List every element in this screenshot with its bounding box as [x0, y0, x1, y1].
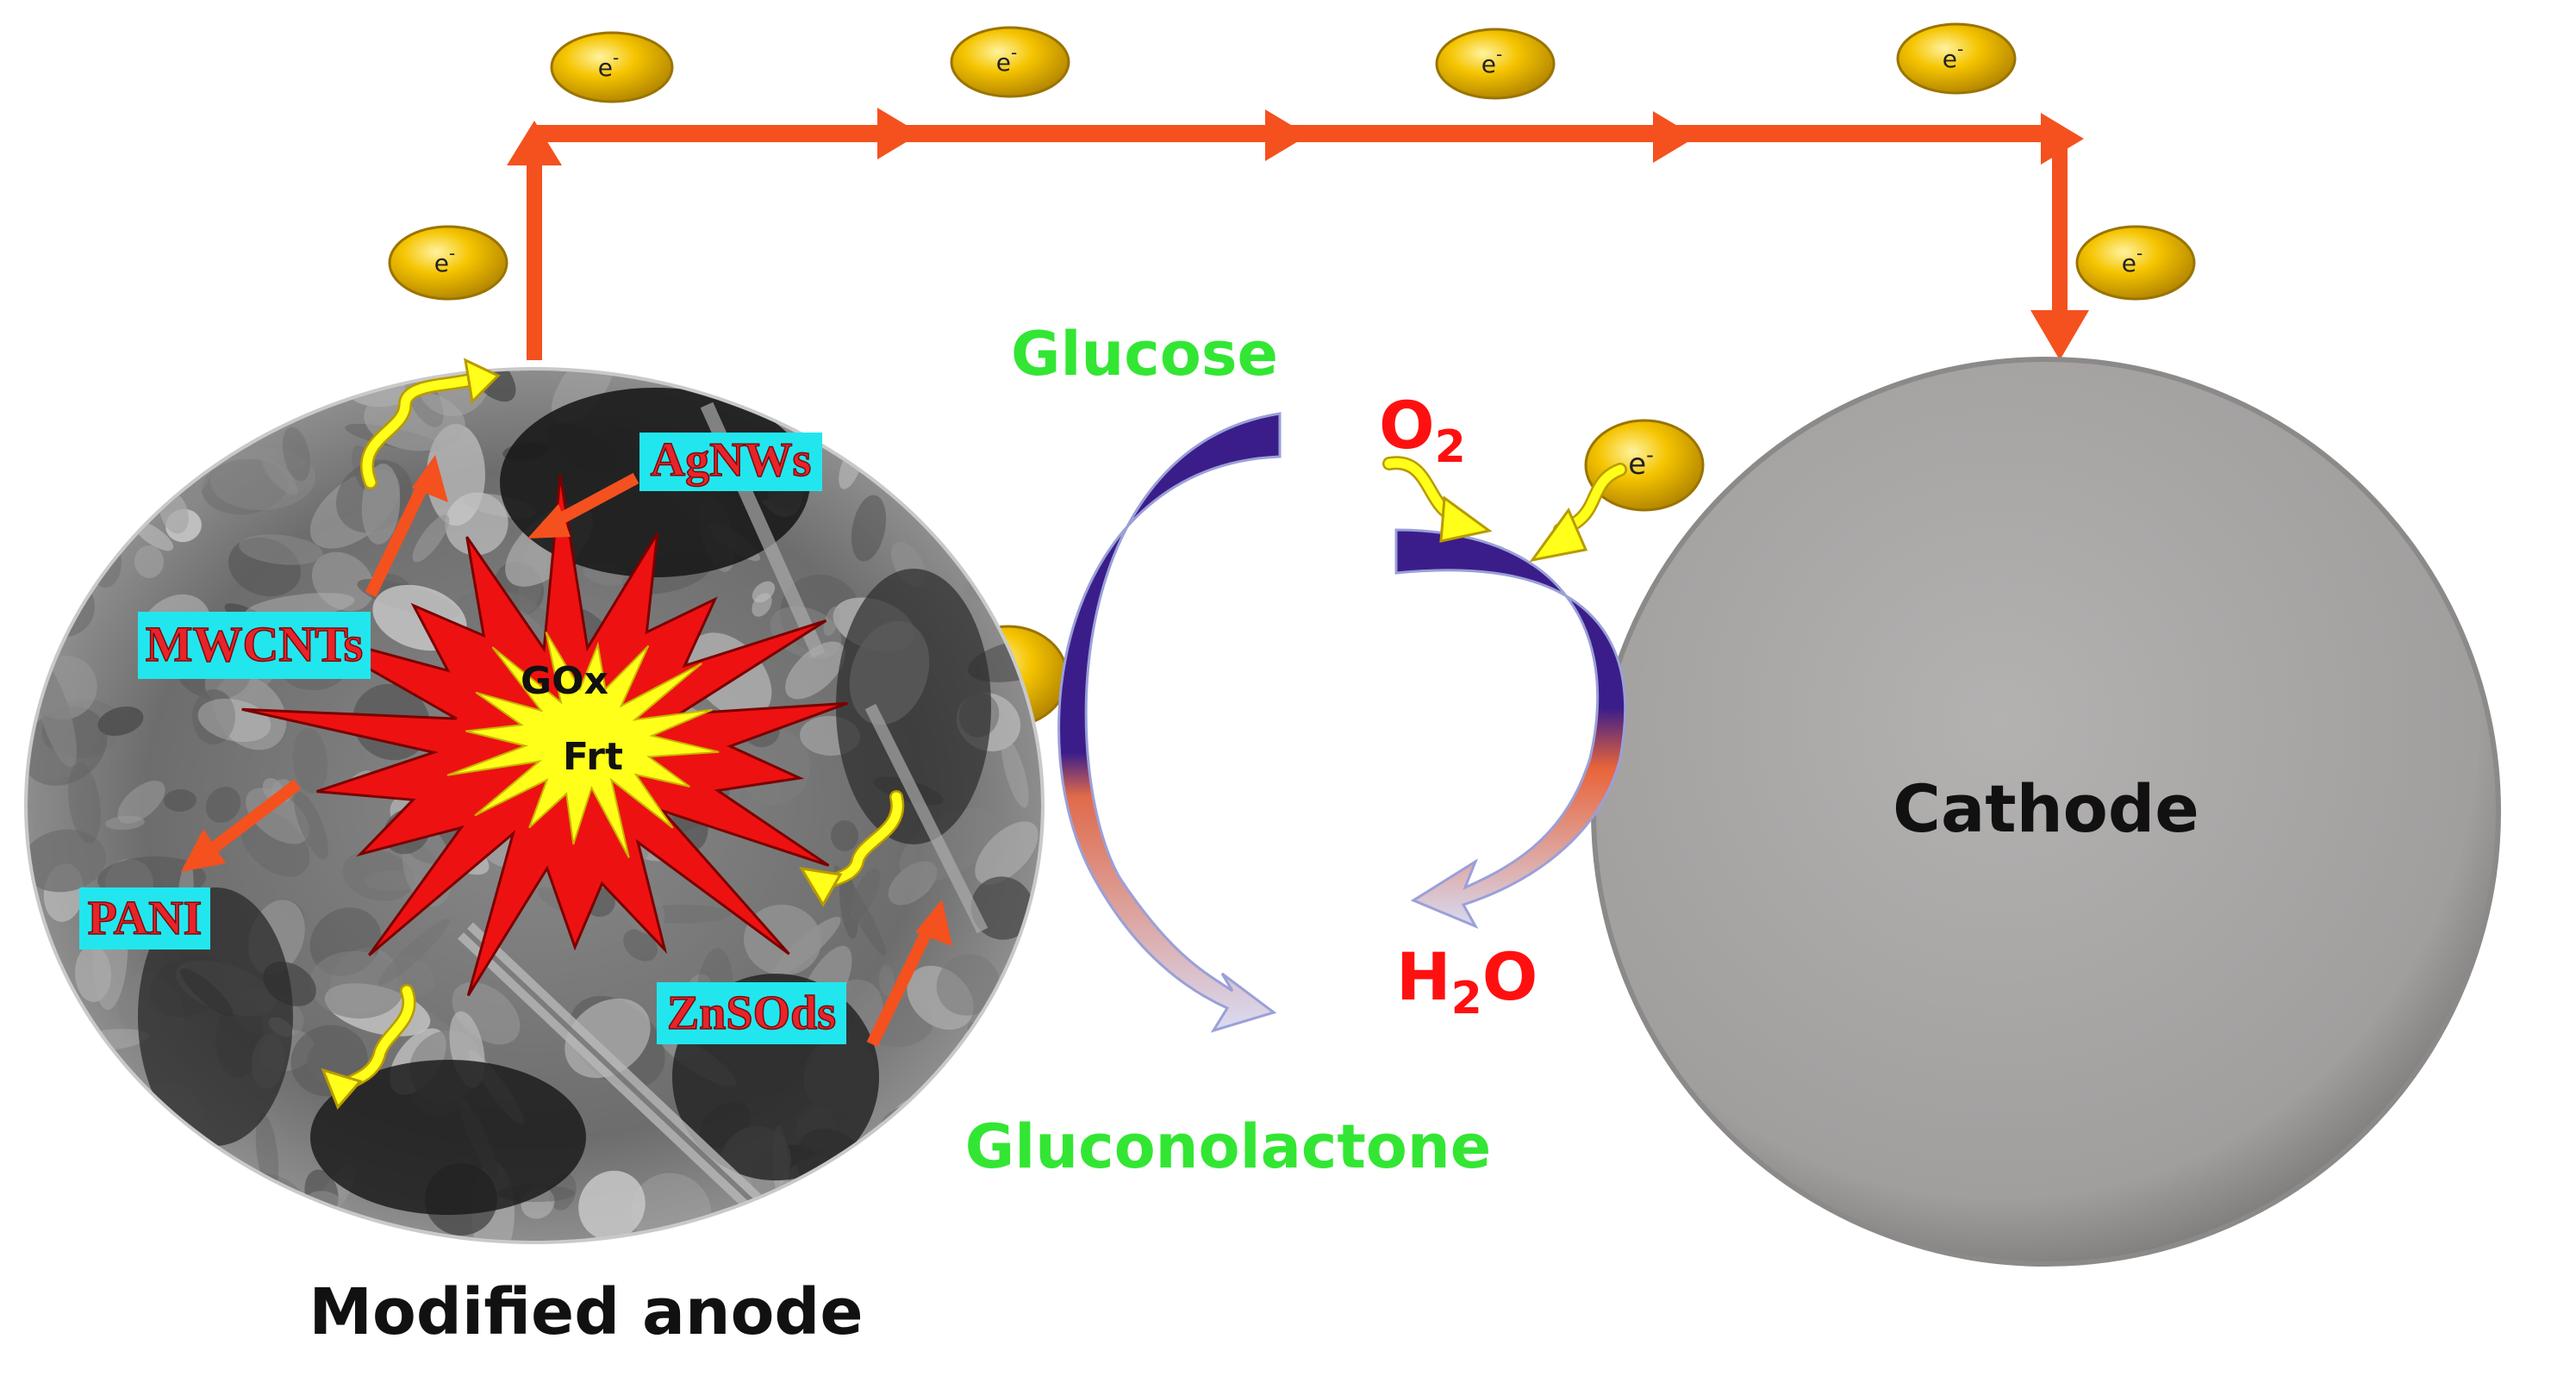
electron-symbol: e	[1481, 50, 1496, 78]
electron-charge: -	[1646, 443, 1654, 467]
wire-arrowhead-down	[2030, 310, 2089, 360]
tag-mwcnts-bg	[138, 612, 371, 679]
component-pointers	[181, 455, 952, 1048]
tag-agnws: AgNWs	[639, 433, 822, 491]
water-subscript: 2	[1451, 973, 1482, 1024]
right-reaction-arrow	[1394, 528, 1627, 930]
electron-label: e-	[1943, 39, 1963, 73]
water-label: H2O	[1396, 938, 1537, 1024]
electron-symbol: e	[1943, 45, 1957, 73]
electron-body	[1896, 22, 2017, 95]
core-label: Frt	[563, 735, 623, 779]
electron-icon: e-	[2075, 225, 2196, 301]
electron-symbol: e	[434, 249, 449, 277]
external-circuit	[507, 108, 2089, 360]
electron-charge: -	[1496, 44, 1502, 65]
electron-charge: -	[2136, 243, 2143, 264]
electron-label: e-	[2122, 243, 2143, 277]
gluconolactone-label: Gluconolactone	[965, 1111, 1491, 1182]
electron-body	[1435, 28, 1556, 100]
electron-symbol: e	[2122, 249, 2136, 277]
tag-pani-label: PANI	[88, 892, 203, 945]
tag-znsods-bg	[657, 982, 846, 1044]
electron-charge: -	[1957, 39, 1963, 59]
electron-body	[550, 31, 674, 103]
enzyme-label: GOx	[521, 659, 608, 703]
electron-icon: e-	[550, 31, 674, 103]
cathode: Cathode	[1591, 357, 2501, 1267]
electron-label: e-	[1481, 44, 1502, 78]
oxygen-subscript: 2	[1435, 421, 1466, 473]
electron-icon: e-	[388, 225, 508, 301]
oxygen-symbol: O	[1379, 387, 1435, 464]
electron-charge: -	[449, 243, 455, 264]
electron-icon: e-	[950, 26, 1070, 98]
electron-symbol: e	[598, 53, 613, 82]
tag-znsods-label: ZnSOds	[667, 987, 836, 1040]
left-reaction-arrow	[1057, 412, 1282, 1033]
water-h: H	[1396, 938, 1451, 1015]
electron-symbol: e	[1628, 447, 1646, 482]
electron-label: e-	[434, 243, 455, 277]
anode-caption: Modified anode	[309, 1275, 863, 1349]
tag-mwcnts: MWCNTs	[138, 612, 371, 679]
electron-transfer-arrows	[321, 358, 905, 1110]
electron-label: e-	[1628, 443, 1654, 482]
tag-pani: PANI	[79, 887, 210, 950]
electron-body	[950, 26, 1070, 98]
oxygen-label: O2	[1379, 387, 1466, 473]
tag-agnws-label: AgNWs	[651, 433, 812, 487]
glucose-label: Glucose	[1011, 319, 1278, 389]
electron-icon: e-	[1896, 22, 2017, 95]
tag-agnws-bg	[639, 433, 822, 491]
modified-anode: GOx Frt AgNWs	[24, 358, 1045, 1244]
wire-arrowhead-up	[507, 121, 562, 165]
tag-mwcnts-label: MWCNTs	[146, 616, 363, 672]
tag-znsods: ZnSOds	[657, 982, 846, 1044]
electron-charge: -	[613, 47, 619, 68]
electron-icon: e-	[1584, 419, 1705, 512]
electron-charge: -	[1011, 42, 1017, 63]
electron-label: e-	[598, 47, 619, 82]
electron-body	[2075, 225, 2196, 301]
electron-body	[388, 225, 508, 301]
electron-icon: e-	[1435, 28, 1556, 100]
electron-symbol: e	[996, 48, 1011, 77]
wire-arrowhead-3	[1653, 111, 1696, 163]
wire-arrowhead-2	[1265, 109, 1308, 161]
electron-body	[1584, 419, 1705, 512]
wire-arrowhead-1	[877, 108, 920, 159]
oxygen-reduction-curve	[1394, 528, 1627, 930]
oxygen-input-arrows	[1382, 456, 1627, 563]
electron-group: e-e-e-e-e-e-e-e-e-	[172, 22, 2196, 1090]
glucose-oxidation-curve	[1057, 412, 1282, 1033]
electron-label: e-	[996, 42, 1017, 77]
water-o: O	[1482, 938, 1538, 1015]
yellow-burst	[446, 631, 720, 858]
tag-pani-bg	[79, 887, 210, 950]
cathode-label: Cathode	[1893, 770, 2199, 847]
